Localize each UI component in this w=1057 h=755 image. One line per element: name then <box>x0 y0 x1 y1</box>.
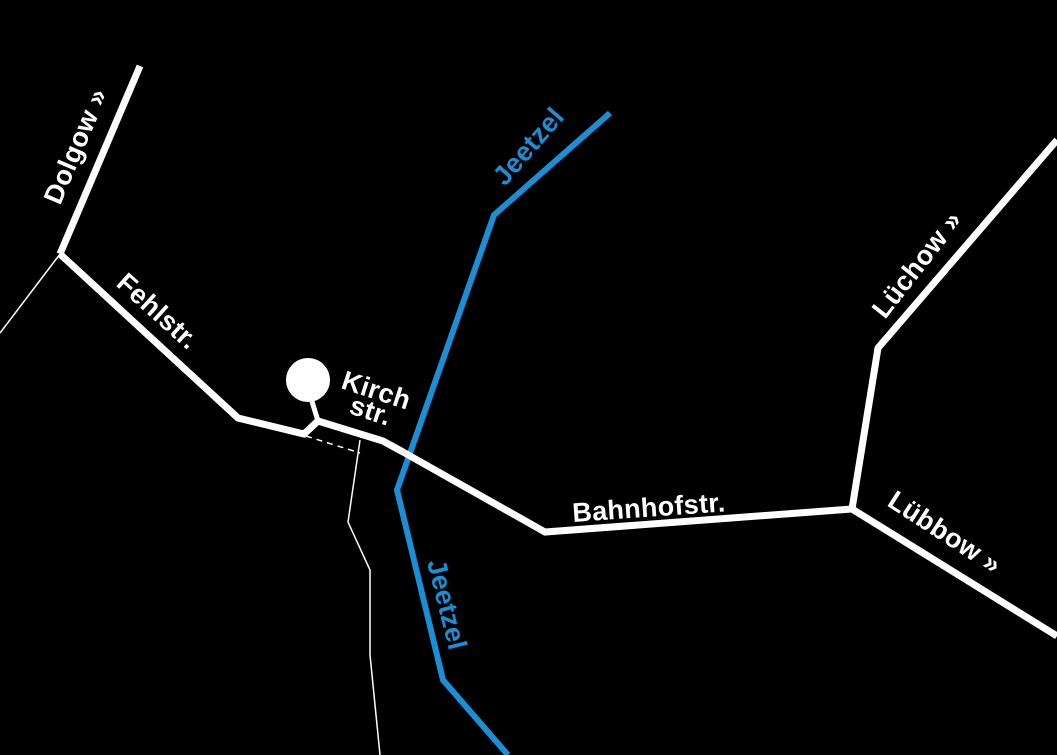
road-kirchstr <box>316 417 405 456</box>
road-luebbow <box>850 506 1057 639</box>
location-dot-icon[interactable] <box>286 358 330 402</box>
road-fehlstr <box>57 251 321 438</box>
thin-path-south <box>347 439 381 755</box>
road-bahnhofstr <box>401 448 853 536</box>
thin-path-west <box>0 253 61 334</box>
road-dolgow <box>56 64 144 256</box>
river-jeetzel <box>393 110 612 755</box>
road-luechow <box>848 137 1057 510</box>
dashed-path <box>305 435 361 454</box>
